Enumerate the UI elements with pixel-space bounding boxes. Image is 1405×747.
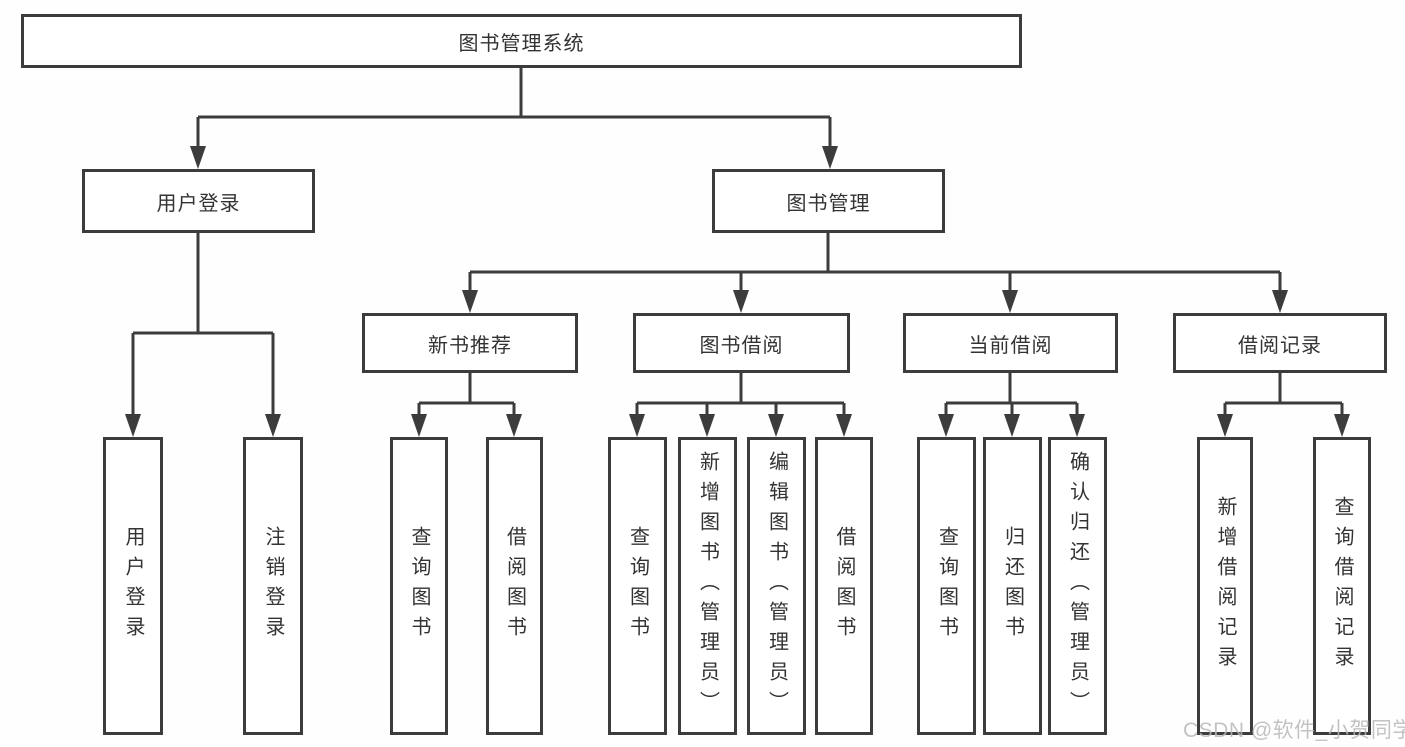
node-label: 图书借阅 (699, 334, 784, 357)
leaf-user-login: 用户登录 (103, 437, 163, 735)
node-borrow-records: 借阅记录 (1173, 313, 1387, 373)
leaf-label: 新增借阅记录 (1214, 496, 1236, 676)
node-current-borrowing: 当前借阅 (903, 313, 1118, 373)
leaf-logout: 注销登录 (243, 437, 303, 735)
leaf-label: 借阅图书 (833, 526, 855, 646)
leaf-label: 查询图书 (626, 526, 649, 646)
leaf-query-books-borrowing: 查询图书 (608, 437, 667, 735)
node-book-management: 图书管理 (712, 169, 945, 233)
leaf-label: 新增图书（管理员） (696, 451, 719, 721)
node-label: 新书推荐 (428, 334, 512, 357)
node-book-borrowing: 图书借阅 (633, 313, 850, 373)
node-label: 当前借阅 (968, 334, 1053, 357)
leaf-add-books-admin: 新增图书（管理员） (678, 437, 737, 735)
leaf-label: 编辑图书（管理员） (765, 451, 788, 721)
leaf-edit-books-admin: 编辑图书（管理员） (747, 437, 806, 735)
node-label: 借阅记录 (1238, 334, 1322, 357)
leaf-label: 查询借阅记录 (1331, 496, 1353, 676)
leaf-query-borrow-record: 查询借阅记录 (1313, 437, 1371, 735)
leaf-label: 注销登录 (262, 526, 284, 646)
leaf-borrow-books: 借阅图书 (815, 437, 873, 735)
leaf-label: 用户登录 (122, 526, 144, 646)
leaf-label: 查询图书 (408, 526, 430, 646)
leaf-borrow-books-recommend: 借阅图书 (486, 437, 543, 735)
leaf-add-borrow-record: 新增借阅记录 (1197, 437, 1253, 735)
leaf-confirm-return-admin: 确认归还（管理员） (1048, 437, 1107, 735)
leaf-query-books-recommend: 查询图书 (390, 437, 448, 735)
leaf-label: 借阅图书 (503, 526, 526, 646)
node-user-login: 用户登录 (82, 169, 315, 233)
node-label: 图书管理系统 (458, 32, 585, 55)
leaf-label: 归还图书 (1001, 526, 1024, 646)
leaf-label: 查询图书 (935, 526, 958, 646)
leaf-label: 确认归还（管理员） (1066, 451, 1089, 721)
csdn-watermark: CSDN @软件_小贺同学 (1183, 719, 1405, 742)
node-library-system: 图书管理系统 (21, 14, 1022, 68)
leaf-return-books: 归还图书 (983, 437, 1042, 735)
node-label: 用户登录 (156, 192, 241, 215)
leaf-query-books-current: 查询图书 (917, 437, 976, 735)
node-new-book-recommend: 新书推荐 (362, 313, 578, 373)
node-label: 图书管理 (786, 192, 871, 215)
